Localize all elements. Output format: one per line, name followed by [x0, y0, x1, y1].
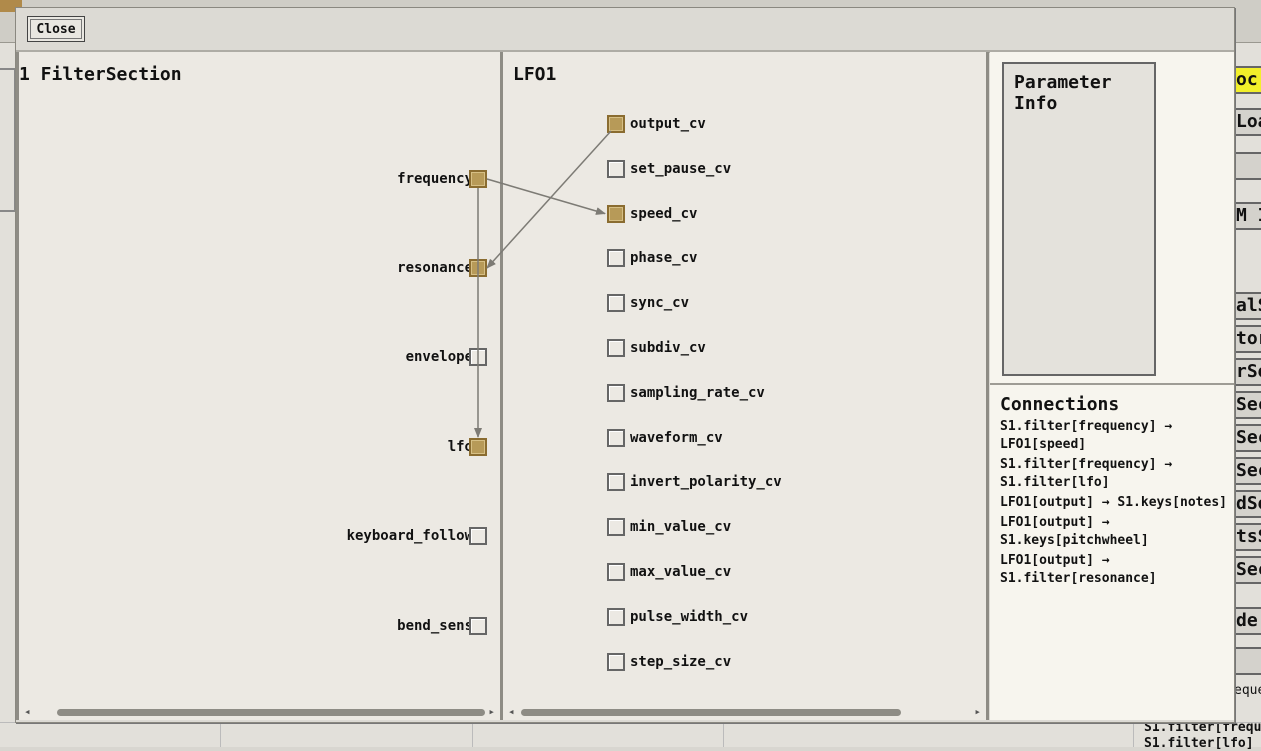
- background-chip: M I: [1232, 202, 1261, 230]
- connection-item: LFO1[output] → S1.filter[resonance]: [1000, 553, 1157, 586]
- background-chip: oc: [1232, 66, 1261, 94]
- port-label-min-value-cv: min_value_cv: [630, 519, 732, 536]
- port-pulse-width-cv[interactable]: [607, 607, 625, 626]
- routing-dialog: Close 1 FilterSection frequency resonance…: [15, 7, 1235, 723]
- background-chip: [1232, 152, 1261, 180]
- port-label-lfo: lfo: [447, 439, 473, 455]
- port-sampling-rate-cv[interactable]: [607, 383, 625, 402]
- panel-title: 1 FilterSection: [19, 64, 182, 85]
- background-chip: Loa: [1232, 108, 1261, 136]
- background-chip: Sec: [1232, 391, 1261, 419]
- port-label-pulse-width-cv: pulse_width_cv: [630, 608, 749, 625]
- port-subdiv-cv[interactable]: [607, 339, 625, 357]
- port-label-speed-cv: speed_cv: [630, 205, 698, 222]
- port-label-sampling-rate-cv: sampling_rate_cv: [630, 384, 765, 401]
- port-resonance[interactable]: [469, 259, 487, 277]
- close-button[interactable]: Close: [27, 16, 85, 42]
- port-keyboard-follow[interactable]: [469, 527, 487, 545]
- background-chip: Sec: [1232, 424, 1261, 452]
- horizontal-scrollbar[interactable]: ◂ ▸: [19, 704, 500, 720]
- scroll-left-icon[interactable]: ◂: [24, 705, 31, 718]
- background-text: eque: [1234, 683, 1261, 698]
- filter-section-panel: 1 FilterSection frequency resonance envelo…: [16, 52, 503, 720]
- port-step-size-cv[interactable]: [607, 652, 625, 671]
- port-label-keyboard-follow: keyboard_follow: [346, 528, 473, 544]
- scrollbar-thumb[interactable]: [521, 709, 901, 716]
- background-chip: Sec: [1232, 556, 1261, 584]
- port-max-value-cv[interactable]: [607, 563, 625, 581]
- port-label-sync-cv: sync_cv: [630, 295, 690, 312]
- port-label-step-size-cv: step_size_cv: [630, 653, 732, 670]
- background-chip: alS: [1232, 292, 1261, 320]
- port-label-frequency: frequency: [397, 171, 473, 187]
- port-label-set-pause-cv: set_pause_cv: [630, 160, 732, 177]
- background-connection-text: S1.filter[lfo]: [1144, 736, 1254, 751]
- port-set-pause-cv[interactable]: [607, 159, 625, 178]
- port-output-cv[interactable]: [607, 115, 625, 133]
- connection-item: LFO1[output] → S1.keys[notes]: [1000, 495, 1227, 510]
- port-min-value-cv[interactable]: [607, 518, 625, 537]
- scroll-left-icon[interactable]: ◂: [508, 705, 515, 718]
- dialog-separator: [16, 50, 1234, 53]
- port-invert-polarity-cv[interactable]: [607, 473, 625, 492]
- port-label-invert-polarity-cv: invert_polarity_cv: [630, 474, 782, 491]
- background-left-panel: [0, 68, 16, 212]
- port-label-subdiv-cv: subdiv_cv: [630, 340, 706, 356]
- port-waveform-cv[interactable]: [607, 428, 625, 447]
- background-chip: dSe: [1232, 490, 1261, 518]
- parameter-info-box: Parameter Info: [1002, 62, 1156, 376]
- port-label-waveform-cv: waveform_cv: [630, 429, 723, 446]
- port-frequency[interactable]: [469, 170, 487, 188]
- port-sync-cv[interactable]: [607, 294, 625, 313]
- panel-title: LFO1: [513, 64, 557, 85]
- background-chip: tsS: [1232, 523, 1261, 551]
- connection-item: S1.filter[frequency] → S1.filter[lfo]: [1000, 457, 1173, 490]
- port-label-output-cv: output_cv: [630, 116, 706, 132]
- port-envelope[interactable]: [469, 348, 487, 366]
- port-speed-cv[interactable]: [607, 204, 625, 223]
- scroll-right-icon[interactable]: ▸: [974, 705, 981, 718]
- connections-title: Connections: [1000, 394, 1120, 415]
- port-bend-sens[interactable]: [469, 617, 487, 635]
- sidebar-divider: [990, 383, 1234, 385]
- connections-list: S1.filter[frequency] → LFO1[speed] S1.fil…: [1000, 418, 1232, 590]
- background-chip: tor: [1232, 325, 1261, 353]
- port-label-resonance: resonance: [397, 260, 473, 276]
- background-bottom-bar: [0, 722, 1261, 747]
- background-chip: rSe: [1232, 358, 1261, 386]
- port-label-envelope: envelope: [405, 349, 473, 365]
- port-label-bend-sens: bend_sens: [397, 618, 473, 634]
- parameter-info-title: Parameter Info: [1014, 72, 1112, 114]
- info-sidebar: Parameter Info Connections S1.filter[fre…: [990, 52, 1234, 720]
- background-connection-text: S1.filter[freque: [1144, 720, 1261, 735]
- scroll-right-icon[interactable]: ▸: [488, 705, 495, 718]
- horizontal-scrollbar[interactable]: ◂ ▸: [503, 704, 986, 720]
- background-chip: de: [1232, 607, 1261, 635]
- port-lfo[interactable]: [469, 438, 487, 456]
- background-right-column: ocLoaM IalStorrSeSecSecSecdSetsSSecde: [1232, 42, 1261, 722]
- port-label-max-value-cv: max_value_cv: [630, 564, 732, 580]
- background-chip: Sec: [1232, 457, 1261, 485]
- connection-item: LFO1[output] → S1.keys[pitchwheel]: [1000, 515, 1149, 548]
- background-chip: [1232, 647, 1261, 675]
- scrollbar-thumb[interactable]: [57, 709, 485, 716]
- port-label-phase-cv: phase_cv: [630, 250, 698, 267]
- lfo-panel: LFO1 output_cv set_pause_cv speed_cv phase_…: [500, 52, 989, 720]
- connection-item: S1.filter[frequency] → LFO1[speed]: [1000, 419, 1173, 452]
- port-phase-cv[interactable]: [607, 249, 625, 268]
